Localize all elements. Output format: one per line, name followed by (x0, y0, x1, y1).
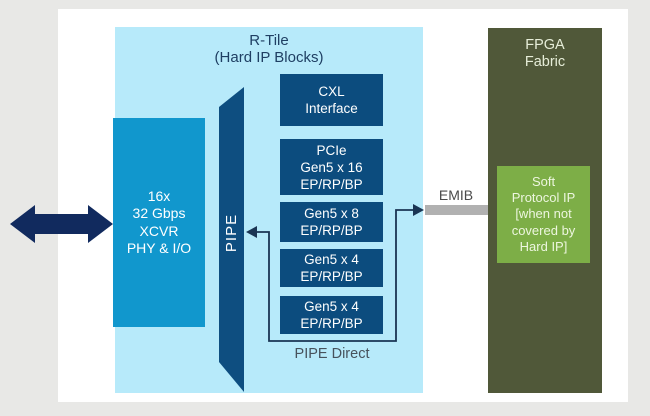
fabric-title-line2: Fabric (524, 54, 566, 70)
fabric-title-line1: FPGA (525, 37, 565, 53)
r-tile-title-line1: R-Tile (249, 32, 289, 49)
gen5x8-block: Gen5 x 8 EP/RP/BP (280, 202, 383, 242)
block-text-line: CXL (318, 84, 345, 99)
fpga-fabric-title: FPGA Fabric (488, 37, 602, 71)
block-text-line: Gen5 x 4 (304, 299, 359, 314)
block-text-line: Gen5 x 4 (304, 252, 359, 267)
gen5x4-block-2: Gen5 x 4 EP/RP/BP (280, 296, 383, 334)
xcvr-text-line: PHY & I/O (126, 240, 192, 256)
pipe-parallelogram (219, 87, 244, 392)
softip-text-line: Protocol IP (511, 190, 576, 206)
softip-text-line: covered by (511, 222, 576, 238)
block-text-line: Interface (305, 101, 358, 116)
xcvr-phy-block: 16x 32 Gbps XCVR PHY & I/O (113, 118, 205, 327)
cxl-interface-block: CXL Interface (280, 74, 383, 126)
softip-text-line: Soft (531, 173, 556, 189)
block-text-line: EP/RP/BP (300, 176, 363, 192)
pipe-direct-label: PIPE Direct (294, 346, 370, 362)
xcvr-text-line: 32 Gbps (132, 205, 186, 221)
r-tile-title-line2: (Hard IP Blocks) (214, 49, 324, 66)
xcvr-text-line: XCVR (139, 222, 179, 239)
emib-bar (425, 205, 488, 215)
block-text-line: Gen5 x 8 (304, 206, 359, 221)
softip-text-line: Hard IP] (519, 238, 568, 254)
xcvr-text-line: 16x (147, 187, 171, 204)
r-tile-title: R-Tile (Hard IP Blocks) (115, 32, 423, 66)
soft-protocol-ip-block: Soft Protocol IP [when not covered by Ha… (497, 166, 590, 263)
block-text-line: EP/RP/BP (300, 316, 363, 331)
block-text-line: Gen5 x 16 (300, 159, 363, 175)
emib-label: EMIB (438, 187, 474, 203)
softip-text-line: [when not (515, 206, 572, 222)
block-text-line: PCIe (316, 142, 347, 158)
pcie-gen5x16-block: PCIe Gen5 x 16 EP/RP/BP (280, 139, 383, 195)
pipe-label: PIPE (223, 213, 240, 253)
bidirectional-arrow-icon (10, 205, 113, 243)
block-text-line: EP/RP/BP (300, 223, 363, 238)
gen5x4-block-1: Gen5 x 4 EP/RP/BP (280, 249, 383, 287)
block-text-line: EP/RP/BP (300, 269, 363, 284)
